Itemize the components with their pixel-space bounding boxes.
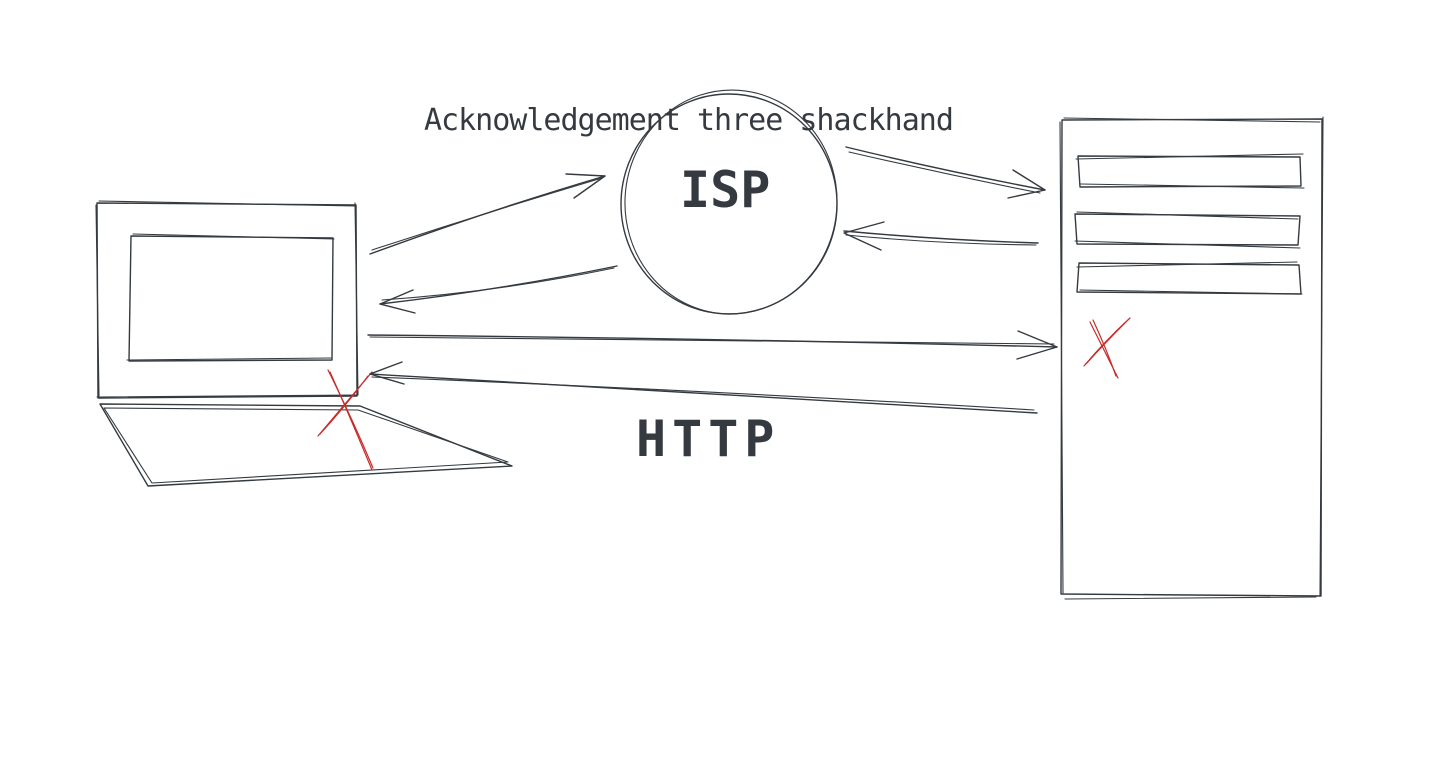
arrow-isp-to-server (845, 146, 1046, 199)
laptop-icon (95, 200, 513, 487)
red-cross-mark (1083, 317, 1131, 379)
server-rack-icon (1059, 116, 1324, 600)
arrow-server-to-client (369, 361, 1038, 414)
arrow-server-to-isp (843, 221, 1039, 251)
arrow-client-to-isp (369, 173, 606, 255)
http-label: HTTP (636, 410, 780, 468)
red-cross-mark (317, 369, 374, 471)
isp-node: ISP (620, 89, 838, 315)
arrow-isp-to-client (379, 265, 618, 314)
arrow-client-to-server (367, 330, 1058, 360)
diagram-title: Acknowledgement three shackhand (424, 103, 953, 138)
isp-label: ISP (680, 161, 770, 219)
